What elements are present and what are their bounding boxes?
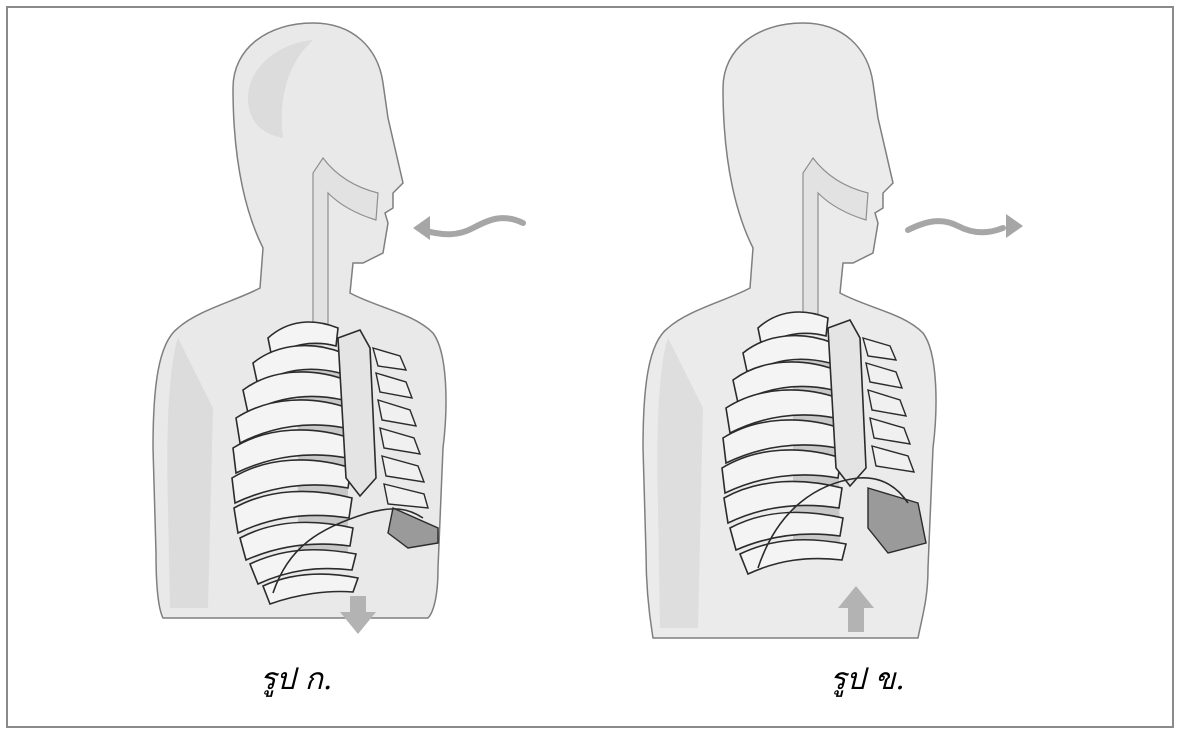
figure-exhale (628, 8, 1028, 648)
diagram-frame: รูป ก. รูป ข. (6, 6, 1174, 728)
airflow-arrow-in (413, 216, 523, 240)
figure-inhale (138, 8, 538, 648)
torso-illustration-exhale (628, 8, 1028, 648)
caption-figure-a: รูป ก. (260, 656, 332, 703)
torso-illustration-inhale (138, 8, 538, 648)
caption-figure-b: รูป ข. (830, 656, 905, 703)
airflow-arrow-out (908, 214, 1023, 238)
